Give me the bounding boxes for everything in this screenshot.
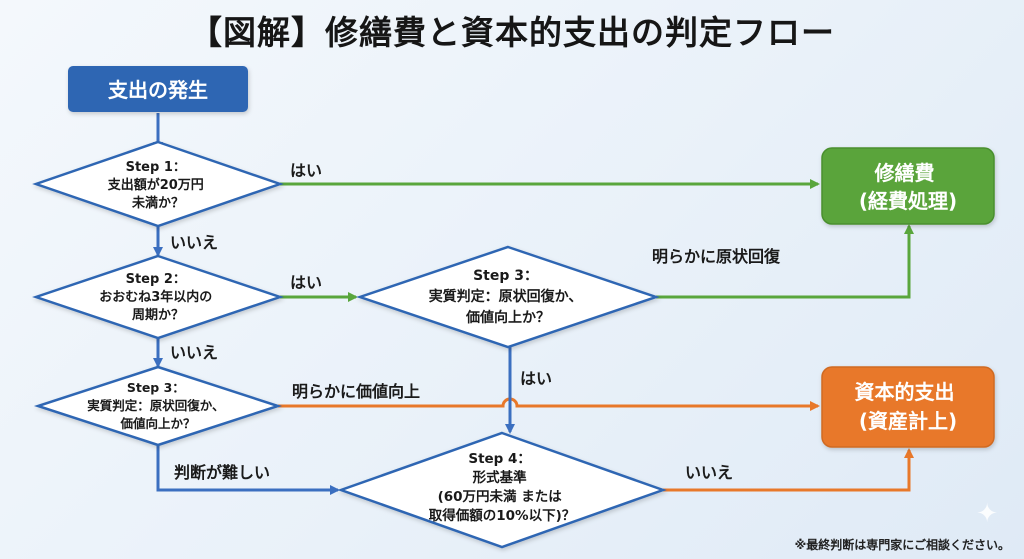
label-restore: 明らかに原状回復: [652, 247, 781, 266]
label-yes-step2: はい: [290, 273, 322, 292]
capital-text: 資本的支出 (資産計上): [855, 380, 962, 433]
label-value-up: 明らかに価値向上: [292, 382, 420, 401]
step3-mid-text: Step 3： 実質判定：原状回復か、 価値向上か？: [429, 268, 588, 326]
label-no-step2: いいえ: [170, 343, 218, 362]
capital-line1: 資本的支出: [855, 380, 955, 404]
edge-step4-capital: [663, 448, 914, 492]
label-yes-step3: はい: [520, 369, 552, 388]
step4-line3: (60万円未満 または: [438, 488, 563, 505]
step3-left-line1: Step 3：: [127, 380, 185, 395]
repair-line1: 修繕費: [874, 161, 935, 185]
step4-line4: 取得価額の10%以下)？: [429, 507, 575, 524]
edge-step3-left-step4: [156, 446, 340, 495]
step3-left-line2: 実質判定：原状回復か、: [87, 398, 224, 413]
sparkle-icon: ✦: [976, 499, 998, 529]
start-node: [68, 66, 248, 112]
step4-text: Step 4： 形式基準 (60万円未満 または 取得価額の10%以下)？: [429, 451, 575, 524]
repair-line2: (経費処理): [859, 189, 957, 213]
edge-step3-mid-repair: [656, 224, 914, 299]
step4-line2: 形式基準: [473, 469, 527, 486]
step3-mid-diamond: [356, 245, 660, 349]
label-no-step1: いいえ: [170, 233, 218, 252]
capital-box: [821, 366, 995, 448]
step1-diamond: [32, 140, 284, 228]
step1-line2: 支出額が20万円: [107, 177, 204, 193]
label-no-step4: いいえ: [685, 463, 733, 482]
repair-text: 修繕費 (経費処理): [859, 161, 957, 213]
step3-mid-line1: Step 3：: [473, 268, 538, 284]
label-hard: 判断が難しい: [174, 463, 270, 482]
repair-box: [821, 147, 995, 225]
capital-line2: (資産計上): [859, 409, 957, 433]
step3-mid-line3: 価値向上か？: [465, 309, 550, 326]
step4-line1: Step 4：: [468, 451, 531, 467]
label-yes-step1: はい: [290, 161, 322, 180]
step2-line3: 周期か？: [132, 308, 184, 323]
footnote: ※最終判断は専門家にご相談ください。: [794, 538, 1010, 552]
step2-diamond: [32, 254, 284, 340]
step2-line1: Step 2：: [126, 272, 186, 287]
step2-text: Step 2： おおむね3年以内の 周期か？: [99, 272, 217, 323]
step3-mid-line2: 実質判定：原状回復か、: [429, 288, 583, 305]
step3-left-text: Step 3： 実質判定：原状回復か、 価値向上か？: [87, 380, 229, 431]
step2-line2: おおむね3年以内の: [99, 289, 212, 305]
step3-left-diamond: [33, 365, 283, 447]
start-label: 支出の発生: [108, 78, 208, 102]
page-title: 【図解】修繕費と資本的支出の判定フロー: [189, 13, 835, 52]
step4-diamond: [337, 431, 667, 549]
step1-line1: Step 1：: [126, 160, 186, 175]
step1-text: Step 1： 支出額が20万円 未満か？: [107, 160, 209, 211]
step1-line3: 未満か？: [131, 195, 184, 211]
step3-left-line3: 価値向上か？: [119, 416, 195, 431]
